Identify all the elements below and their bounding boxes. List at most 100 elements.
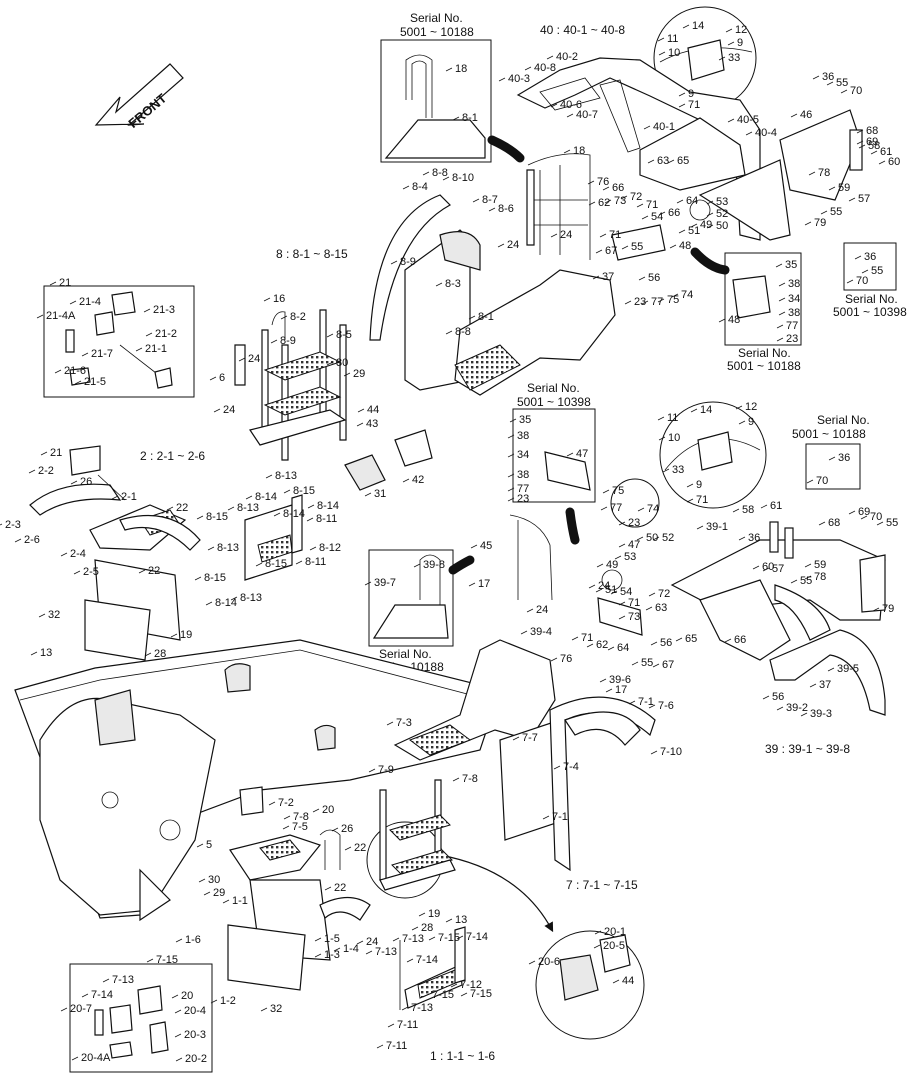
leader-line	[706, 200, 714, 205]
leader-line	[760, 504, 768, 509]
leader-line	[790, 579, 798, 584]
leader-line	[175, 938, 183, 943]
leader-line	[621, 245, 629, 250]
part-label: 40-6	[560, 99, 582, 111]
part-label: 2-3	[5, 519, 21, 531]
part-label: 7-14	[91, 989, 113, 1001]
part-label: 56	[660, 637, 672, 649]
part-label: 8-13	[237, 502, 259, 514]
part-label: 78	[818, 167, 830, 179]
part-label: 51	[605, 584, 617, 596]
part-label: 69	[858, 506, 870, 518]
part-label: 8-6	[498, 203, 514, 215]
part-label: 48	[679, 240, 691, 252]
leader-line	[14, 538, 22, 543]
leader-line	[618, 615, 626, 620]
leader-line	[70, 480, 78, 485]
leader-line	[512, 736, 520, 741]
part-label: 44	[367, 404, 379, 416]
leader-line	[727, 41, 735, 46]
part-label: 36	[864, 251, 876, 263]
leader-line	[166, 506, 174, 511]
part-label: 66	[612, 182, 624, 194]
part-label: 18	[573, 145, 585, 157]
leader-line	[636, 536, 644, 541]
leader-line	[848, 510, 856, 515]
leader-line	[497, 243, 505, 248]
leader-line	[307, 504, 315, 509]
part-label: 55	[836, 77, 848, 89]
leader-line	[326, 333, 334, 338]
leader-line	[618, 601, 626, 606]
fender-7	[393, 514, 656, 872]
leader-line	[725, 28, 733, 33]
leader-line	[690, 223, 698, 228]
leader-line	[0, 523, 3, 526]
leader-line	[846, 279, 854, 284]
part-label: 70	[856, 275, 868, 287]
part-label: 21	[50, 447, 62, 459]
leader-line	[752, 565, 760, 570]
part-label: 50	[716, 220, 728, 232]
leader-line	[507, 487, 515, 492]
part-label: 38	[517, 430, 529, 442]
leader-line	[776, 706, 784, 711]
leader-line	[724, 638, 732, 643]
part-label: 62	[598, 197, 610, 209]
part-label: 72	[630, 191, 642, 203]
leader-line	[509, 418, 517, 423]
leader-line	[790, 113, 798, 118]
detail-circle-top	[653, 6, 757, 110]
leader-line	[306, 517, 314, 522]
leader-line	[592, 275, 600, 280]
leader-line	[628, 700, 636, 705]
leader-line	[856, 129, 864, 134]
part-label: 55	[886, 517, 898, 529]
part-label: 10	[668, 47, 680, 59]
leader-line	[411, 926, 419, 931]
part-label: 29	[213, 887, 225, 899]
leader-line	[856, 140, 864, 145]
part-label: 40-1	[653, 121, 675, 133]
leader-line	[682, 24, 690, 29]
part-label: 2-1	[121, 491, 137, 503]
leader-line	[828, 456, 836, 461]
leader-line	[550, 103, 558, 108]
leader-line	[331, 827, 339, 832]
part-label: 7-10	[660, 746, 682, 758]
part-label: 7-3	[396, 717, 412, 729]
part-label: 60	[762, 561, 774, 573]
leader-line	[808, 171, 816, 176]
part-label: 75	[612, 485, 624, 497]
part-label: 35	[785, 259, 797, 271]
part-label: 21-3	[153, 304, 175, 316]
part-label: 53	[624, 551, 636, 563]
part-label: 35	[519, 414, 531, 426]
leader-line	[657, 298, 665, 303]
leader-line	[602, 186, 610, 191]
leader-line	[422, 993, 430, 998]
leader-line	[614, 555, 622, 560]
leader-line	[528, 960, 536, 965]
leader-line	[255, 562, 263, 567]
part-label: 8-14	[317, 500, 339, 512]
leader-line	[283, 489, 291, 494]
svg-text:Serial No.: Serial No.	[379, 647, 432, 661]
part-label: 30	[208, 874, 220, 886]
callout-arc-3	[565, 507, 580, 545]
part-label: 2-4	[70, 548, 86, 560]
step-7-11	[399, 926, 466, 1010]
leader-line	[610, 590, 618, 595]
fender-8	[369, 153, 616, 396]
part-label: 14	[692, 20, 704, 32]
leader-line	[273, 512, 281, 517]
leader-line	[605, 688, 613, 693]
leader-line	[676, 199, 684, 204]
part-label: 68	[828, 517, 840, 529]
part-label: 24	[223, 404, 235, 416]
leader-line	[800, 712, 808, 717]
leader-line	[460, 992, 468, 997]
svg-text:Serial No.: Serial No.	[845, 292, 898, 306]
leader-line	[643, 125, 651, 130]
